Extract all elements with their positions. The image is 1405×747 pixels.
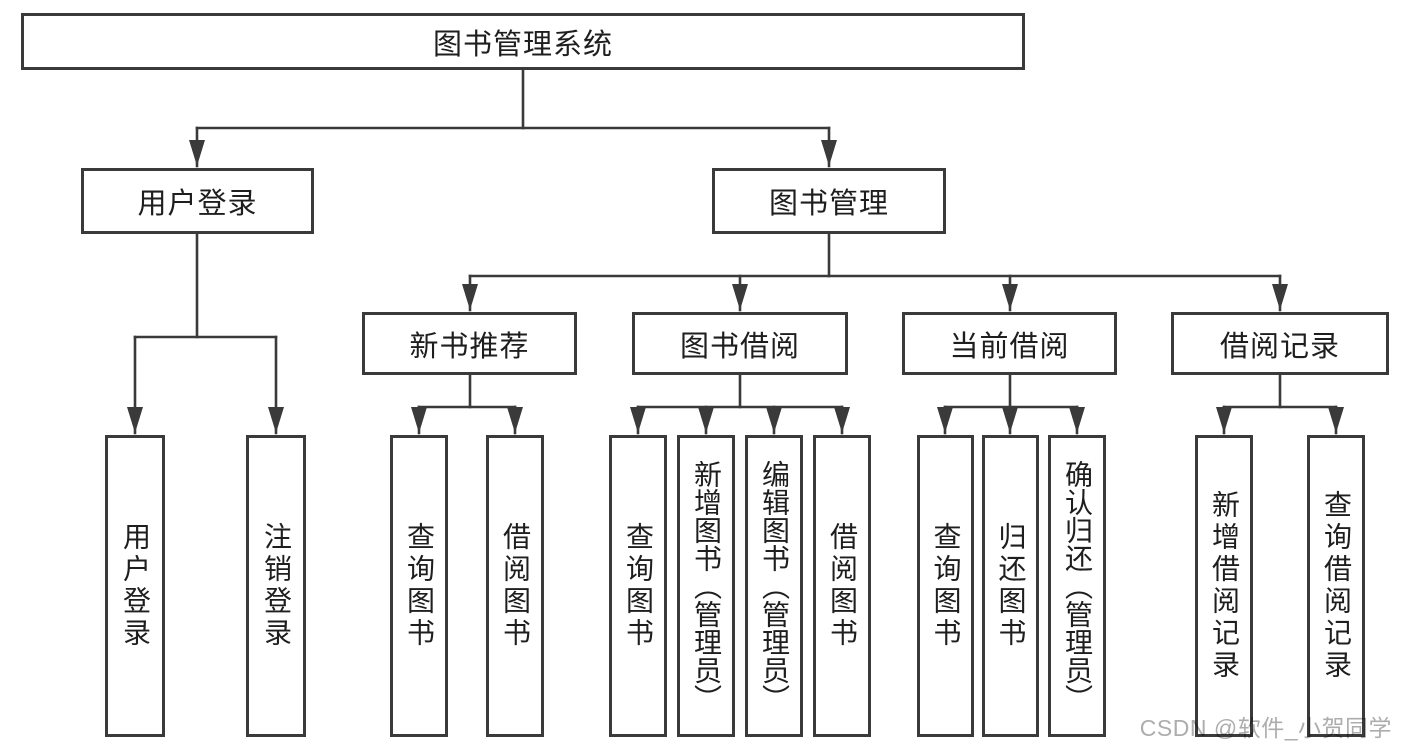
leaf-borrow-add-books-admin: 新增图书（管理员） — [677, 435, 735, 737]
edges-borrow-records-children — [1216, 373, 1344, 435]
node-new-book-recommend: 新书推荐 — [362, 312, 577, 375]
leaf-user-login: 用户登录 — [105, 435, 165, 737]
leaf-current-return-books: 归还图书 — [982, 435, 1039, 737]
edges-new-books-children — [411, 373, 523, 435]
edges-user-login-children — [127, 232, 284, 435]
node-borrow-records: 借阅记录 — [1171, 312, 1389, 375]
edges-root-to-level2 — [189, 68, 837, 168]
leaf-records-query-record: 查询借阅记录 — [1307, 435, 1365, 737]
leaf-logout: 注销登录 — [246, 435, 306, 737]
leaf-newbooks-query-books: 查询图书 — [390, 435, 448, 737]
edges-book-borrow-children — [630, 373, 850, 435]
node-book-management: 图书管理 — [712, 168, 946, 234]
leaf-current-query-books: 查询图书 — [917, 435, 974, 737]
node-library-system: 图书管理系统 — [21, 13, 1025, 70]
leaf-current-confirm-return-admin: 确认归还（管理员） — [1048, 435, 1106, 737]
leaf-borrow-query-books: 查询图书 — [609, 435, 667, 737]
node-current-borrow: 当前借阅 — [902, 312, 1117, 375]
edges-book-mgmt-to-level3 — [462, 232, 1288, 312]
leaf-borrow-edit-books-admin: 编辑图书（管理员） — [745, 435, 803, 737]
node-user-login: 用户登录 — [81, 168, 314, 234]
leaf-records-add-record: 新增借阅记录 — [1195, 435, 1253, 737]
leaf-newbooks-borrow-books: 借阅图书 — [486, 435, 544, 737]
edges-current-borrow-children — [937, 373, 1085, 435]
leaf-borrow-borrow-books: 借阅图书 — [813, 435, 871, 737]
node-book-borrow: 图书借阅 — [632, 312, 848, 375]
csdn-watermark: CSDN @软件_小贺同学 — [1139, 715, 1392, 741]
